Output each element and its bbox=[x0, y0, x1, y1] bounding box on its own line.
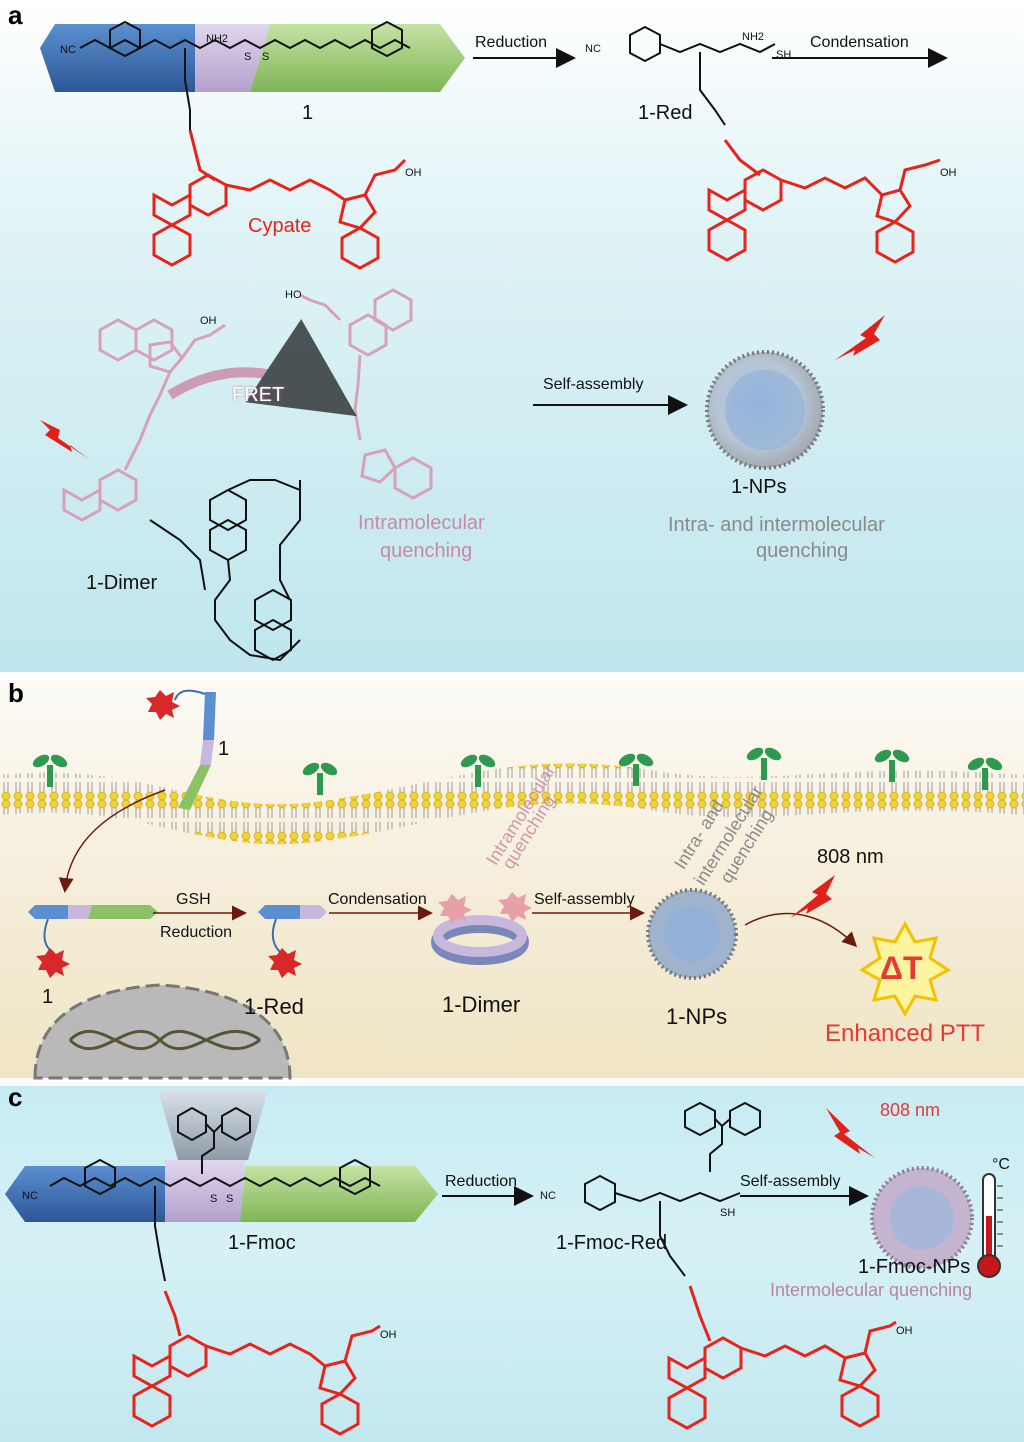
reduction-label: Reduction bbox=[475, 34, 548, 51]
cypate-structure-c-red bbox=[667, 1285, 897, 1430]
dimer-macrocycle bbox=[149, 479, 301, 662]
compound-1-structure bbox=[79, 20, 411, 130]
cell-membrane bbox=[0, 763, 1024, 845]
svg-text:S: S bbox=[210, 1193, 217, 1205]
svg-text:OH: OH bbox=[896, 1325, 913, 1337]
svg-text:OH: OH bbox=[200, 315, 217, 327]
probe-1-rod-icon bbox=[146, 689, 216, 810]
gsh-label: GSH bbox=[176, 891, 211, 908]
dimer-right-cypate bbox=[299, 288, 433, 500]
panel-label-c: c bbox=[8, 1082, 23, 1112]
fret-label: FRET bbox=[232, 384, 285, 406]
lightning-icon-left bbox=[40, 420, 90, 460]
dimer-label-b: 1-Dimer bbox=[442, 992, 521, 1017]
lightning-icon-c bbox=[826, 1108, 875, 1158]
panel-a-graphics: NC NH2 S S OH NC NH2 SH bbox=[40, 20, 957, 662]
cypate-structure-red bbox=[707, 139, 941, 264]
dimer-left-cypate bbox=[62, 318, 226, 522]
thermometer-unit-label: °C bbox=[992, 1156, 1010, 1173]
membrane-receptors bbox=[32, 747, 1003, 795]
panel-b: b bbox=[0, 678, 1024, 1080]
panel-b-graphics bbox=[0, 689, 1024, 1080]
lightning-icon-right bbox=[835, 315, 885, 360]
probe-1-linear-icon bbox=[28, 905, 158, 978]
svg-text:SH: SH bbox=[776, 49, 791, 61]
svg-text:S: S bbox=[262, 51, 269, 63]
panel-c-graphics: NC S S OH NC SH bbox=[5, 1090, 1003, 1436]
cypate-structure bbox=[152, 129, 407, 270]
svg-text:OH: OH bbox=[940, 167, 957, 179]
svg-text:NH2: NH2 bbox=[742, 31, 764, 43]
condensation-label-b: Condensation bbox=[328, 891, 427, 908]
fmoc-label: 1-Fmoc bbox=[228, 1232, 296, 1254]
nucleus-icon bbox=[33, 983, 292, 1080]
fmoc-red-structure bbox=[584, 1101, 761, 1277]
probe-1-red-icon bbox=[258, 905, 327, 978]
fmoc-red-label: 1-Fmoc-Red bbox=[556, 1232, 668, 1254]
cypate-structure-c bbox=[132, 1290, 381, 1436]
intermolecular-quenching-label: Intermolecular quenching bbox=[770, 1280, 973, 1300]
fret-arrow bbox=[167, 319, 357, 417]
thermometer-icon bbox=[977, 1173, 1003, 1278]
laser-label-c: 808 nm bbox=[880, 1100, 941, 1120]
nanoparticle-c-icon bbox=[870, 1166, 974, 1270]
intramolecular-quenching-line1: Intramolecular bbox=[358, 512, 485, 534]
probe-1-red-label: 1-Red bbox=[244, 994, 304, 1019]
panel-c: c bbox=[0, 1082, 1024, 1442]
intramolecular-quenching-line2: quenching bbox=[380, 540, 473, 562]
svg-text:S: S bbox=[244, 51, 251, 63]
self-assembly-label: Self-assembly bbox=[543, 376, 644, 393]
svg-text:S: S bbox=[226, 1193, 233, 1205]
cypate-label: Cypate bbox=[248, 215, 312, 237]
svg-text:NC: NC bbox=[540, 1190, 556, 1202]
nps-label: 1-NPs bbox=[731, 476, 787, 498]
svg-text:HO: HO bbox=[285, 289, 302, 301]
reduction-label-b: Reduction bbox=[160, 924, 233, 941]
laser-label-b: 808 nm bbox=[817, 846, 884, 868]
compound-1-label: 1 bbox=[302, 102, 314, 124]
svg-text:OH: OH bbox=[405, 167, 422, 179]
dimer-ring-icon bbox=[431, 892, 532, 965]
self-assembly-label-b: Self-assembly bbox=[534, 891, 635, 908]
svg-text:NC: NC bbox=[22, 1190, 38, 1202]
condensation-label: Condensation bbox=[810, 34, 909, 51]
fmoc-structure bbox=[49, 1106, 381, 1282]
svg-text:NH2: NH2 bbox=[206, 33, 228, 45]
svg-text:SH: SH bbox=[720, 1207, 735, 1219]
enhanced-ptt-label: Enhanced PTT bbox=[825, 1020, 986, 1047]
intra-inter-quenching-line1: Intra- and intermolecular bbox=[668, 514, 885, 536]
svg-text:NC: NC bbox=[60, 44, 76, 56]
fmoc-nps-label: 1-Fmoc-NPs bbox=[858, 1256, 971, 1278]
compound-1-red-structure bbox=[629, 25, 776, 126]
intra-inter-quenching-line2: quenching bbox=[756, 540, 849, 562]
lightning-icon-b bbox=[790, 875, 835, 918]
nanoparticle-b-icon bbox=[646, 888, 738, 980]
nps-label-b: 1-NPs bbox=[666, 1004, 728, 1029]
panel-label-b: b bbox=[8, 678, 24, 708]
reduction-label-c: Reduction bbox=[445, 1173, 518, 1190]
probe-1-top-label: 1 bbox=[218, 738, 230, 760]
probe-1-label: 1 bbox=[42, 986, 54, 1008]
self-assembly-label-c: Self-assembly bbox=[740, 1173, 841, 1190]
heat-burst-icon bbox=[859, 920, 951, 1018]
fmoc-block-bar bbox=[5, 1090, 438, 1222]
svg-text:OH: OH bbox=[380, 1329, 397, 1341]
svg-text:NC: NC bbox=[585, 43, 601, 55]
compound-1-red-label: 1-Red bbox=[638, 102, 693, 124]
panel-a: a bbox=[0, 0, 1024, 672]
delta-t-label: ΔT bbox=[880, 950, 923, 986]
nanoparticle-a-icon bbox=[705, 350, 825, 470]
panel-label-a: a bbox=[8, 0, 23, 30]
dimer-label: 1-Dimer bbox=[86, 572, 158, 594]
